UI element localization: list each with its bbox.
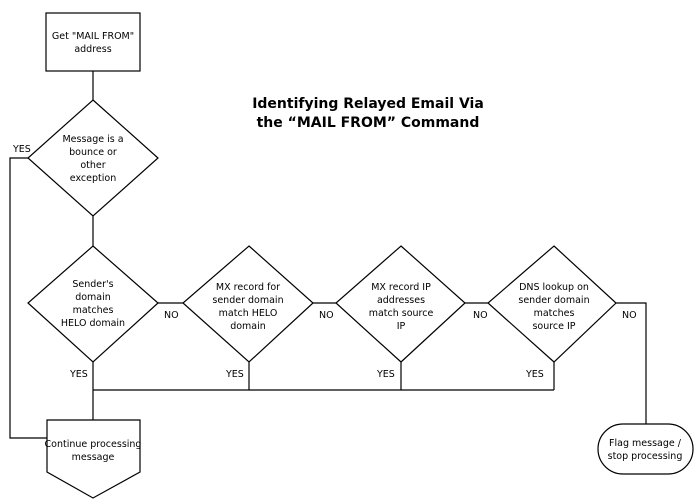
- edge-label-mx-helo-yes: YES: [225, 369, 244, 380]
- node-dns-lookup-line4: source IP: [532, 321, 575, 332]
- node-continue-line1: Continue processing: [45, 439, 142, 450]
- node-bounce-check-line2: bounce or: [69, 147, 117, 158]
- node-mx-ip-line1: MX record IP: [371, 282, 431, 293]
- node-dns-lookup: DNS lookup on sender domain matches sour…: [487, 245, 617, 363]
- node-mx-ip-line2: addresses: [377, 295, 425, 306]
- node-continue: Continue processing message: [45, 419, 142, 499]
- node-helo-match: Sender's domain matches HELO domain: [27, 245, 159, 363]
- edge-label-mx-helo-no: NO: [319, 310, 334, 321]
- node-helo-match-line1: Sender's: [72, 279, 113, 290]
- node-dns-lookup-line1: DNS lookup on: [519, 282, 589, 293]
- diagram-title-line1: Identifying Relayed Email Via: [252, 96, 484, 112]
- node-dns-lookup-line3: matches: [534, 308, 575, 319]
- edge-bounce-yes: [9, 157, 47, 439]
- node-mx-helo-line3: match HELO: [219, 308, 278, 319]
- node-mx-helo-line2: sender domain: [212, 295, 283, 306]
- node-mx-helo-line1: MX record for: [216, 282, 280, 293]
- edge-label-helo-no: NO: [164, 310, 179, 321]
- node-mx-ip-line3: match source: [369, 308, 434, 319]
- node-dns-lookup-line2: sender domain: [518, 295, 589, 306]
- node-get-mail-from: Get "MAIL FROM" address: [45, 12, 141, 72]
- node-flag: Flag message / stop processing: [597, 423, 694, 475]
- node-mx-ip-line4: IP: [397, 321, 406, 332]
- node-helo-match-line4: HELO domain: [61, 318, 125, 329]
- edge-dns-no: [616, 302, 647, 424]
- diagram-title-line2: the “MAIL FROM” Command: [257, 115, 480, 131]
- node-helo-match-line2: domain: [75, 292, 111, 303]
- node-get-mail-from-line2: address: [74, 44, 111, 55]
- node-bounce-check-line1: Message is a: [62, 134, 123, 145]
- edge-label-bounce-yes: YES: [12, 144, 31, 155]
- edge-label-dns-no: NO: [622, 310, 637, 321]
- node-bounce-check: Message is a bounce or other exception: [27, 99, 159, 217]
- edge-label-mx-ip-yes: YES: [376, 369, 395, 380]
- node-mx-ip: MX record IP addresses match source IP: [335, 245, 466, 363]
- edge-label-helo-yes: YES: [69, 369, 88, 380]
- node-continue-line2: message: [72, 452, 115, 463]
- node-get-mail-from-line1: Get "MAIL FROM": [52, 31, 134, 42]
- node-helo-match-line3: matches: [73, 305, 114, 316]
- node-flag-line2: stop processing: [608, 451, 683, 462]
- node-flag-line1: Flag message /: [609, 438, 682, 449]
- node-mx-helo: MX record for sender domain match HELO d…: [182, 245, 314, 363]
- connectors: [9, 71, 647, 439]
- edge-label-dns-yes: YES: [525, 369, 544, 380]
- node-bounce-check-line3: other: [80, 160, 105, 171]
- node-bounce-check-line4: exception: [70, 173, 116, 184]
- edge-label-mx-ip-no: NO: [473, 310, 488, 321]
- node-mx-helo-line4: domain: [230, 321, 266, 332]
